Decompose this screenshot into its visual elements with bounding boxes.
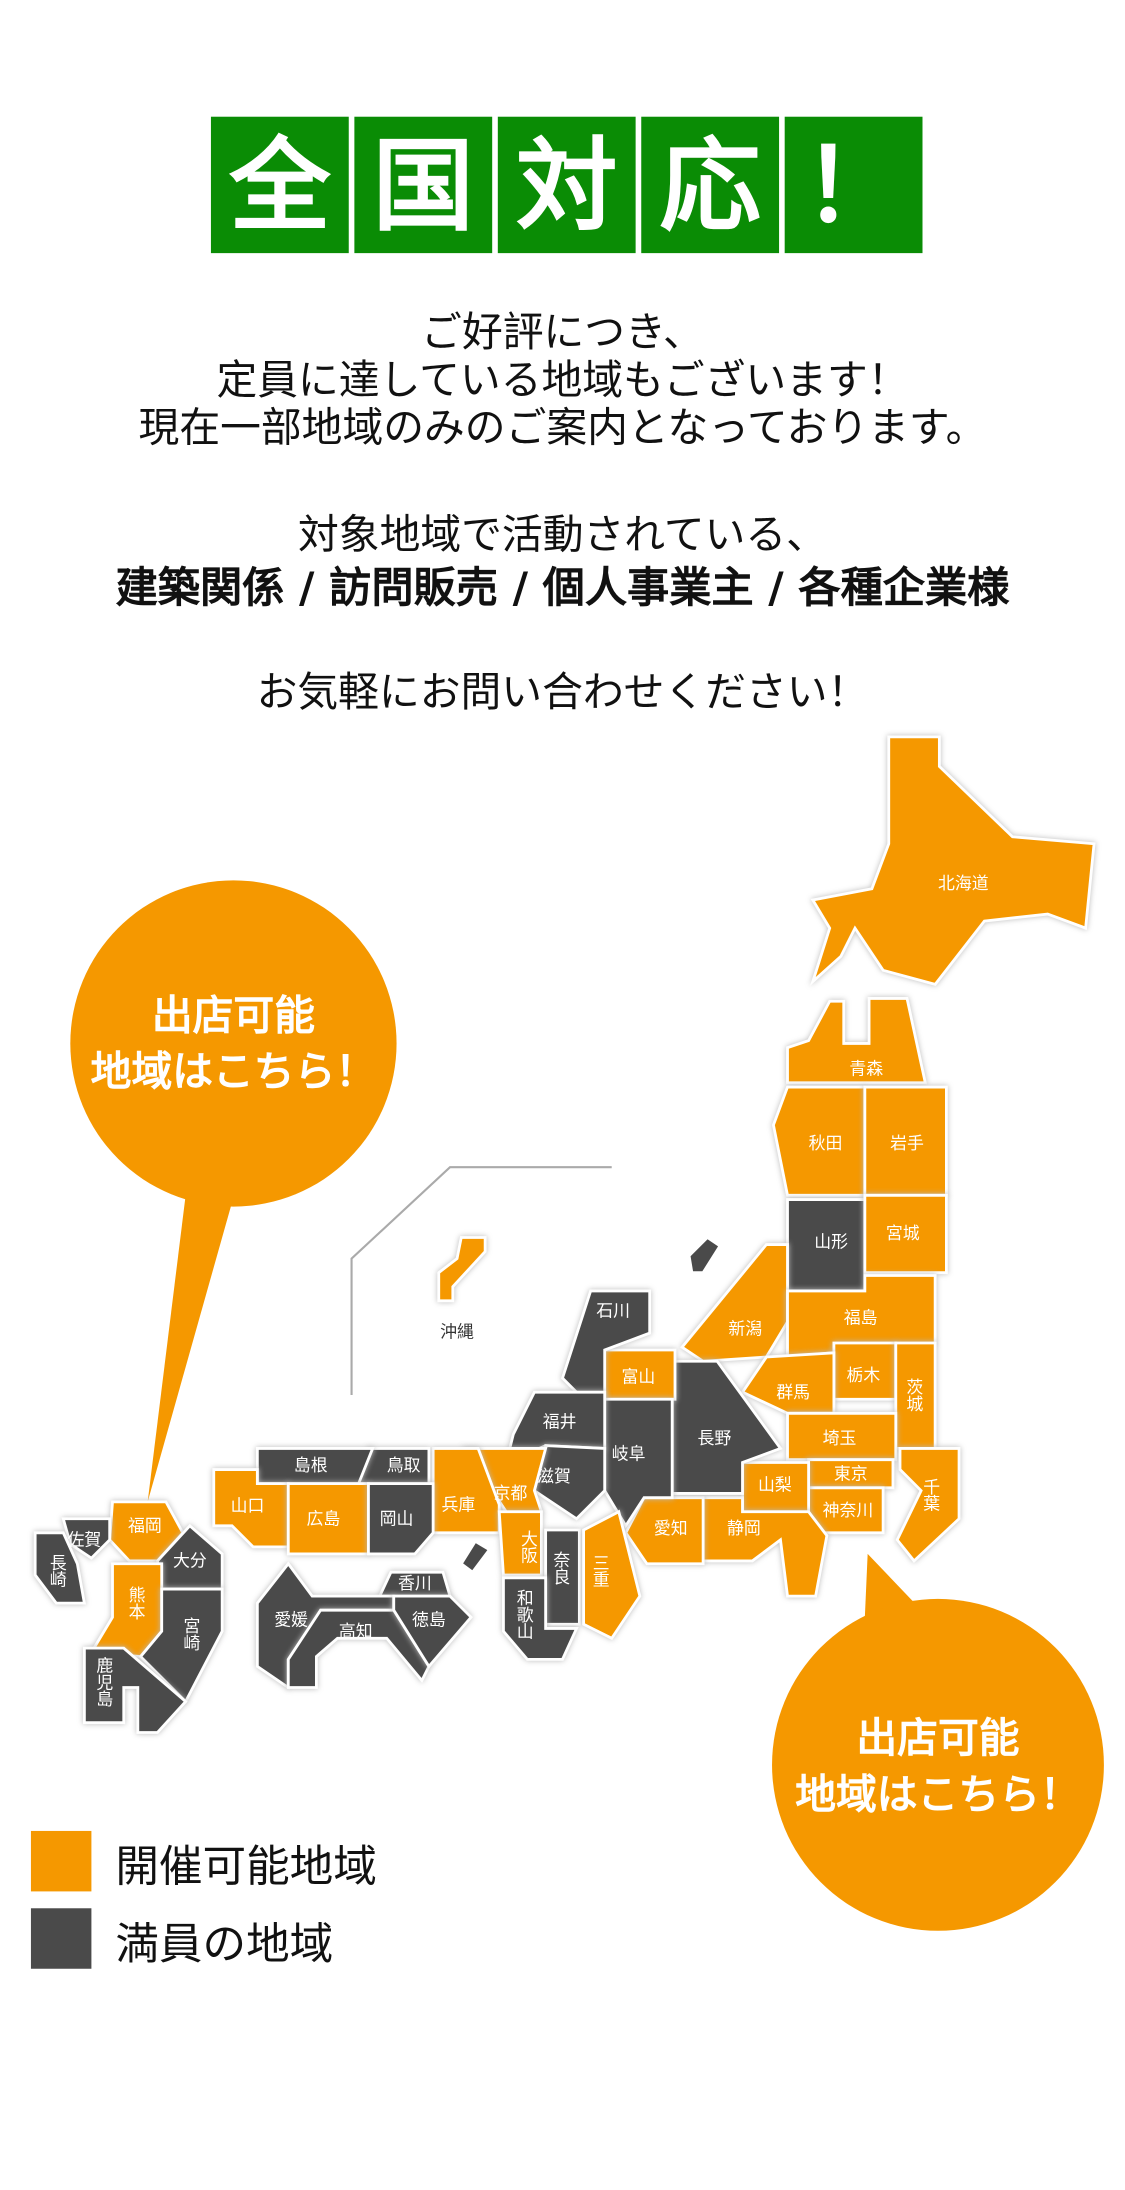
awaji-island — [459, 1539, 492, 1575]
prefecture-label: 千葉 — [921, 1477, 941, 1512]
intro-line: 定員に達している地域もございます！ — [216, 355, 909, 404]
prefecture-available[interactable] — [863, 1193, 948, 1275]
title-char: 全 — [210, 116, 349, 254]
prefecture-label: 長崎 — [47, 1553, 68, 1588]
prefecture-label: 富山 — [621, 1366, 656, 1387]
prefecture-label: 沖縄 — [440, 1321, 474, 1342]
sado-island — [687, 1235, 722, 1275]
bubble-tail — [147, 1195, 233, 1502]
intro-line: ご好評につき、 — [421, 307, 704, 356]
prefecture-label: 三重 — [590, 1553, 611, 1588]
legend-label-available: 開催可能地域 — [115, 1842, 377, 1893]
prefecture-label: 島根 — [293, 1455, 328, 1476]
legend-swatch-full — [30, 1908, 92, 1969]
bubble-right[interactable] — [772, 1598, 1104, 1931]
prefecture-label: 北海道 — [937, 873, 989, 893]
prefecture-available[interactable] — [786, 997, 928, 1085]
prefecture-label: 佐賀 — [67, 1530, 102, 1550]
bubble-line: 出店可能 — [856, 1714, 1020, 1763]
prefecture-label: 鳥取 — [386, 1455, 421, 1476]
prefecture-label: 群馬 — [776, 1382, 811, 1403]
prefecture-label: 新潟 — [728, 1319, 763, 1339]
intro-line: 現在一部地域のみのご案内となっております。 — [138, 403, 987, 452]
title-banner: 全 国 対 応 ！ — [210, 116, 923, 254]
prefecture-label: 山梨 — [757, 1475, 792, 1495]
prefecture-available[interactable] — [497, 1510, 543, 1577]
title-char: 対 — [497, 116, 636, 254]
prefecture-available[interactable] — [771, 1085, 867, 1197]
prefecture-full[interactable] — [33, 1531, 87, 1605]
target-line: 対象地域で活動されている、 — [298, 510, 827, 559]
prefecture-available[interactable] — [624, 1496, 705, 1566]
prefecture-full[interactable] — [82, 1646, 188, 1734]
prefecture-label: 秋田 — [808, 1133, 843, 1154]
prefecture-label: 兵庫 — [441, 1494, 476, 1515]
prefecture-label: 徳島 — [412, 1610, 446, 1630]
title-char: 国 — [354, 116, 493, 254]
prefecture-label: 岩手 — [890, 1133, 924, 1154]
prefecture-label: 静岡 — [727, 1518, 761, 1539]
prefecture-label: 岐阜 — [611, 1444, 646, 1464]
bubble-line: 出店可能 — [151, 991, 315, 1040]
title-char: 応 — [641, 116, 780, 254]
prefecture-label: 奈良 — [551, 1551, 571, 1585]
bubble-line: 地域はこちら！ — [90, 1047, 377, 1096]
prefecture-label: 香川 — [397, 1573, 432, 1594]
prefecture-label: 和歌山 — [514, 1589, 535, 1640]
prefecture-label: 大阪 — [518, 1530, 539, 1564]
prefecture-label: 熊本 — [126, 1586, 147, 1620]
prefecture-label: 山口 — [230, 1496, 265, 1516]
prefecture-label: 宮城 — [885, 1223, 920, 1244]
bubble-left-text[interactable]: 出店可能 地域はこちら！ — [70, 987, 396, 1100]
okinawa-inset-border — [350, 1166, 612, 1395]
prefecture-label: 東京 — [833, 1463, 868, 1484]
prefecture-available[interactable] — [582, 1509, 642, 1641]
prefecture-label: 埼玉 — [822, 1428, 857, 1449]
prefecture-label: 鹿児島 — [94, 1656, 114, 1708]
prefecture-full[interactable] — [61, 1517, 112, 1560]
prefecture-label: 栃木 — [846, 1365, 881, 1386]
prefecture-label: 高知 — [338, 1621, 373, 1642]
prefecture-full[interactable] — [502, 1576, 579, 1661]
prefecture-label: 福島 — [843, 1307, 878, 1328]
prefecture-label: 岡山 — [379, 1508, 414, 1529]
prefecture-label: 大分 — [172, 1551, 207, 1571]
prefecture-label: 山形 — [814, 1231, 848, 1252]
prefecture-label: 京都 — [493, 1483, 528, 1504]
prefecture-label: 青森 — [849, 1058, 884, 1079]
prefecture-available[interactable] — [786, 1411, 898, 1462]
prefecture-available[interactable] — [701, 1496, 829, 1598]
prefecture-label: 滋賀 — [537, 1466, 571, 1487]
prefecture-label: 広島 — [306, 1508, 341, 1529]
bubble-right-text[interactable]: 出店可能 地域はこちら！ — [772, 1710, 1104, 1823]
title-char: ！ — [784, 116, 923, 254]
prefecture-full[interactable] — [392, 1594, 474, 1669]
cta-text: お気軽にお問い合わせください！ — [256, 667, 869, 716]
prefecture-available[interactable] — [895, 1447, 961, 1564]
legend-swatch-available — [30, 1830, 92, 1892]
prefecture-available[interactable] — [437, 1236, 487, 1303]
prefecture-label: 神奈川 — [822, 1500, 874, 1521]
prefecture-available[interactable] — [809, 735, 1096, 987]
prefecture-full[interactable] — [367, 1482, 435, 1556]
bubble-line: 地域はこちら！ — [795, 1770, 1081, 1819]
target-types: 建築関係 / 訪問販売 / 個人事業主 / 各種企業様 — [115, 563, 1010, 614]
prefecture-label: 茨城 — [904, 1378, 924, 1412]
prefecture-label: 愛知 — [653, 1518, 688, 1539]
legend-label-full: 満員の地域 — [115, 1919, 334, 1971]
prefecture-label: 福井 — [542, 1411, 577, 1432]
prefecture-label: 福岡 — [127, 1515, 162, 1536]
prefecture-label: 宮崎 — [181, 1617, 202, 1651]
prefecture-label: 愛媛 — [274, 1610, 308, 1630]
bubble-left[interactable] — [70, 880, 397, 1207]
prefecture-full[interactable] — [560, 1289, 652, 1401]
prefecture-label: 長野 — [697, 1428, 732, 1449]
prefecture-label: 石川 — [596, 1300, 631, 1321]
